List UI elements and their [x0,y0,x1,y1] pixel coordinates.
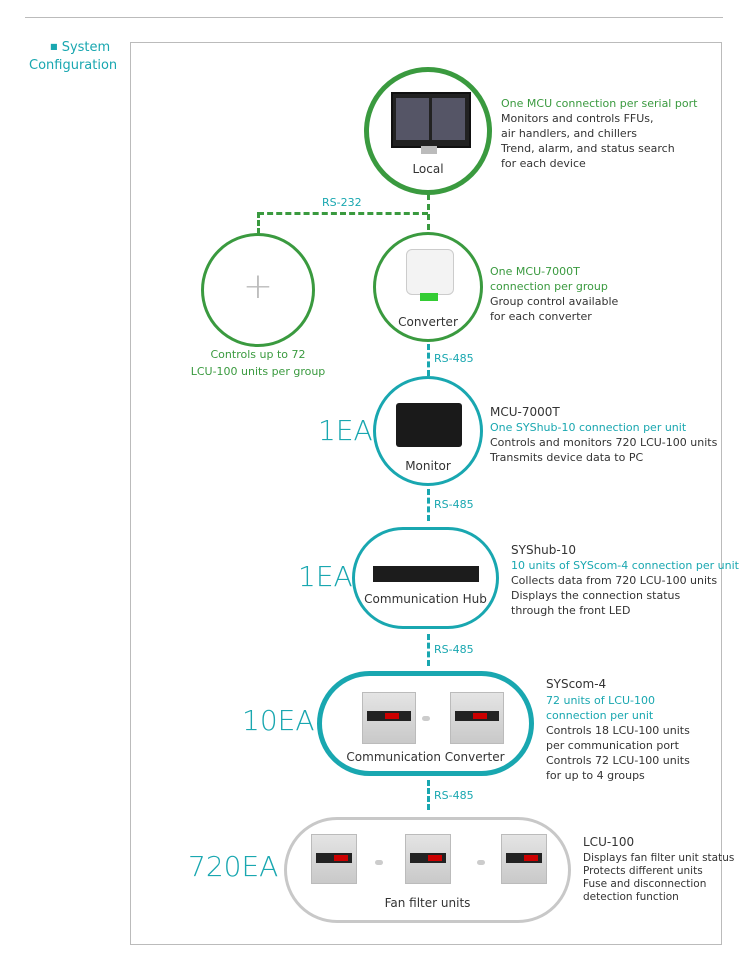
desc-line: One MCU connection per serial port [501,97,698,110]
comconv-node: Communication Converter [317,671,534,776]
ffu-node: Fan filter units [284,817,571,923]
comconv-title: SYScom-4 [546,677,607,691]
desc-line: connection per group [490,280,608,293]
desc-line: Controls 18 LCU-100 units [546,724,690,737]
expansion-desc: Controls up to 72 LCU-100 units per group [178,346,338,380]
desc-line: Controls and monitors 720 LCU-100 units [490,436,718,449]
plus-icon: + [242,266,274,307]
expansion-node: + [201,233,315,347]
desc-line: Group control available [490,295,619,308]
rs485-label: RS-485 [434,789,474,802]
desc-line: Displays fan filter unit status [583,852,735,864]
rs485-line [427,344,430,376]
ellipsis-dot [375,860,383,865]
syscom-device-icon [362,692,416,744]
local-caption: Local [412,162,444,176]
ellipsis-dot [422,716,430,721]
desc-line: Collects data from 720 LCU-100 units [511,574,718,587]
monitor-title: MCU-7000T [490,405,560,419]
rs485-line [427,634,430,666]
rs485-label: RS-485 [434,352,474,365]
desc-line: per communication port [546,739,679,752]
rs485-line [427,489,430,521]
rs232-line-v2 [257,212,260,234]
hub-node: Communication Hub [352,527,499,629]
desc-line: Displays the connection status [511,589,681,602]
monitor-caption: Monitor [405,459,451,473]
lcu-device-icon [405,834,451,884]
desc-line: Trend, alarm, and status search [501,142,675,155]
desc-line: Protects different units [583,865,703,877]
desc-line: Controls 72 LCU-100 units [546,754,690,767]
desc-line: Monitors and controls FFUs, [501,112,654,125]
desc-line: detection function [583,891,679,903]
top-rule [25,17,723,18]
comconv-desc: SYScom-4 72 units of LCU-100 connection pe… [546,677,690,783]
hub-count: 1EA [298,560,353,593]
desc-line: 72 units of LCU-100 [546,694,655,707]
local-node: Local [364,67,492,195]
hub-desc: SYShub-10 10 units of SYScom-4 connection… [511,543,739,618]
pc-monitor-icon [391,92,471,148]
desc-line: Transmits device data to PC [490,451,644,464]
ffu-caption: Fan filter units [384,896,471,910]
desc-line: for each converter [490,310,592,323]
rs485-label: RS-485 [434,498,474,511]
title-line2: Configuration [29,58,118,73]
hub-device-icon [373,566,479,582]
lcu-device-icon [311,834,357,884]
desc-line: Controls up to 72 [210,348,306,361]
converter-caption: Converter [398,315,458,329]
monitor-count: 1EA [318,414,373,447]
rs232-label: RS-232 [322,196,362,209]
comconv-caption: Communication Converter [346,750,505,764]
desc-line: air handlers, and chillers [501,127,637,140]
section-title: ■ System [50,40,110,55]
rs232-line-v [427,194,430,230]
hub-caption: Communication Hub [364,592,487,606]
converter-device-icon [406,249,454,295]
bullet-icon: ■ [50,42,58,51]
desc-line: LCU-100 units per group [190,365,326,378]
title-line1: System [61,40,111,55]
rs485-label: RS-485 [434,643,474,656]
monitor-node: Monitor [373,376,483,486]
ffu-count: 720EA [188,850,279,883]
hub-title: SYShub-10 [511,543,576,557]
desc-line: One MCU-7000T [490,265,580,278]
desc-line: for each device [501,157,586,170]
touch-panel-icon [396,403,462,447]
desc-line: Fuse and disconnection [583,878,707,890]
syscom-device-icon [450,692,504,744]
ffu-title: LCU-100 [583,835,635,849]
monitor-desc: MCU-7000T One SYShub-10 connection per un… [490,405,717,465]
desc-line: for up to 4 groups [546,769,645,782]
desc-line: through the front LED [511,604,631,617]
converter-node: Converter [373,232,483,342]
desc-line: 10 units of SYScom-4 connection per unit [511,559,739,572]
rs485-line [427,780,430,810]
desc-line: connection per unit [546,709,654,722]
lcu-device-icon [501,834,547,884]
comconv-count: 10EA [242,704,315,737]
diagram-frame [130,42,722,945]
desc-line: One SYShub-10 connection per unit [490,421,687,434]
rs232-line [258,212,428,215]
ellipsis-dot [477,860,485,865]
